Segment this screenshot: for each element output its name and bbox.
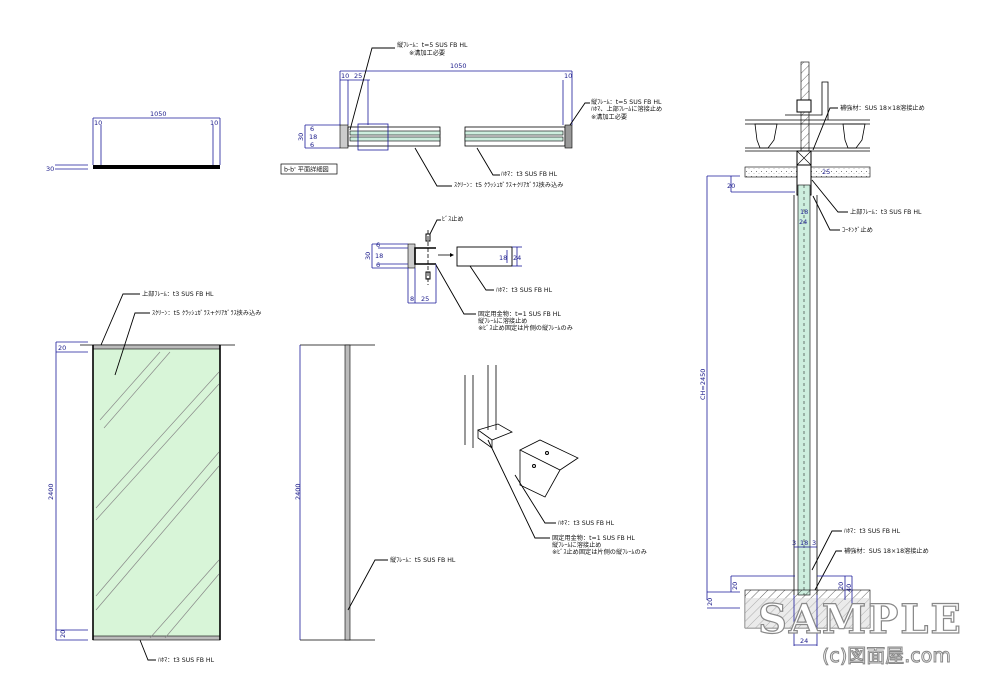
dim-24: 24 (513, 254, 521, 262)
sample-watermark: SAMPLE (c)図面屋.com (757, 595, 963, 667)
dim-top: 20 (58, 344, 66, 352)
dim-3b: 3 (812, 539, 816, 547)
label-frame-right-3: ※溝加工必要 (591, 113, 627, 121)
dim-6a: 6 (310, 125, 314, 133)
dim-height: 2400 (47, 483, 55, 500)
label-hahoma: ﾊﾎﾏ：t3 SUS FB HL (844, 528, 901, 535)
dim-25: 25 (421, 295, 429, 303)
dim-40: 40 (845, 584, 853, 592)
dim-right: 10 (564, 72, 572, 80)
dim-18: 18 (375, 252, 383, 260)
watermark-copyright: (c)図面屋.com (822, 645, 951, 667)
label-screen: ｽｸﾘｰﾝ：t5 ｸﾗｯｼｭｶﾞﾗｽ+ｸﾘｱｶﾞﾗｽ挟み込み (454, 181, 563, 189)
label-frame-left-note: ※溝加工必要 (409, 49, 445, 57)
label-hahoma: ﾊﾎﾏ：t3 SUS FB HL (501, 171, 558, 178)
dim-18b: 18 (800, 539, 808, 547)
label-hahoma: ﾊﾎﾏ：t3 SUS FB HL (558, 520, 615, 527)
label-reinforce-top: 補強材：SUS 18×18溶接止め (840, 104, 925, 112)
label-bracket: 固定用金物：t=1 SUS FB HL (552, 534, 635, 542)
dim-ch: CH=2450 (699, 369, 707, 400)
label-hahoma: ﾊﾎﾏ：t3 SUS FB HL (496, 287, 553, 294)
dim-depth: 30 (46, 165, 54, 173)
iso-view: ﾊﾎﾏ：t3 SUS FB HL 固定用金物：t=1 SUS FB HL 縦ﾌﾚ… (464, 365, 647, 556)
label-top-frame: 上部ﾌﾚｰﾑ：t3 SUS FB HL (142, 290, 214, 298)
dim-25: 25 (354, 72, 362, 80)
section-view: 補強材：SUS 18×18溶接止め 上部ﾌﾚｰﾑ：t3 SUS FB HL ｺｰ… (699, 61, 929, 646)
plan-detail-title: b-b' 平面詳細図 (284, 166, 329, 174)
label-frame-right-2: ﾊﾎﾏ、上部ﾌﾚｰﾑに溶接止め (591, 105, 662, 113)
dim-20c: 20 (837, 582, 845, 590)
dim-20b: 20 (706, 598, 714, 606)
watermark-text: SAMPLE (758, 596, 963, 643)
dim-6b: 6 (376, 261, 380, 269)
dim-25: 25 (822, 168, 830, 176)
label-bracket: 固定用金物：t=1 SUS FB HL (478, 310, 561, 318)
label-hahoma: ﾊﾎﾏ：t3 SUS FB HL (158, 657, 215, 664)
dim-width: 1050 (450, 62, 467, 70)
label-screen: ｽｸﾘｰﾝ：t5 ｸﾗｯｼｭｶﾞﾗｽ+ｸﾘｱｶﾞﾗｽ挟み込み (152, 309, 261, 317)
dim-6b: 6 (310, 141, 314, 149)
side-view: 2400 縦ﾌﾚｰﾑ：t5 SUS FB HL (294, 344, 456, 641)
dim-30: 30 (364, 252, 372, 260)
dim-bottom: 20 (59, 630, 67, 638)
label-bracket-2: 縦ﾌﾚｰﾑに溶接止め (478, 317, 528, 325)
dim-height: 2400 (294, 483, 302, 500)
dim-30: 30 (297, 133, 305, 141)
label-frame-right: 縦ﾌﾚｰﾑ：t=5 SUS FB HL (591, 98, 662, 106)
label-bracket-3: ※ﾋﾞｽ止め固定は片側の縦ﾌﾚｰﾑのみ (552, 548, 647, 556)
label-bracket-2: 縦ﾌﾚｰﾑに溶接止め (552, 541, 602, 549)
dim-18b: 18 (499, 254, 507, 262)
dim-18: 18 (309, 133, 317, 141)
dim-3a: 3 (792, 539, 796, 547)
label-frame: 縦ﾌﾚｰﾑ：t5 SUS FB HL (390, 556, 456, 564)
label-frame-left: 縦ﾌﾚｰﾑ：t=5 SUS FB HL (397, 41, 468, 49)
dim-6a: 6 (376, 241, 380, 249)
dim-18: 18 (800, 208, 808, 216)
label-top-frame: 上部ﾌﾚｰﾑ：t3 SUS FB HL (850, 208, 922, 216)
fixing-detail: ﾋﾞｽ止め 30 6 18 6 8 25 18 24 ﾊﾎﾏ：t3 SUS FB… (364, 215, 573, 332)
dim-20a: 20 (731, 582, 739, 590)
dim-right: 10 (210, 119, 218, 127)
elevation-view: 上部ﾌﾚｰﾑ：t3 SUS FB HL ｽｸﾘｰﾝ：t5 ｸﾗｯｼｭｶﾞﾗｽ+ｸ… (47, 290, 261, 664)
dim-24: 24 (799, 218, 807, 226)
dim-8: 8 (410, 295, 414, 303)
label-bracket-3: ※ﾋﾞｽ止め固定は片側の縦ﾌﾚｰﾑのみ (478, 324, 573, 332)
dim-width: 1050 (150, 110, 167, 118)
label-screw: ﾋﾞｽ止め (442, 215, 464, 223)
small-plan: 1050 10 10 30 (46, 110, 221, 173)
dim-24b: 24 (800, 637, 808, 645)
dim-left: 10 (94, 119, 102, 127)
label-caulking: ｺｰｷﾝｸﾞ止め (842, 226, 873, 234)
dim-top20: 20 (727, 182, 735, 190)
label-reinforce-bottom: 補強材：SUS 18×18溶接止め (844, 547, 929, 555)
dim-left: 10 (341, 72, 349, 80)
plan-detail: 1050 10 25 10 30 6 18 6 縦ﾌﾚｰﾑ：t=5 SUS FB… (280, 41, 662, 189)
